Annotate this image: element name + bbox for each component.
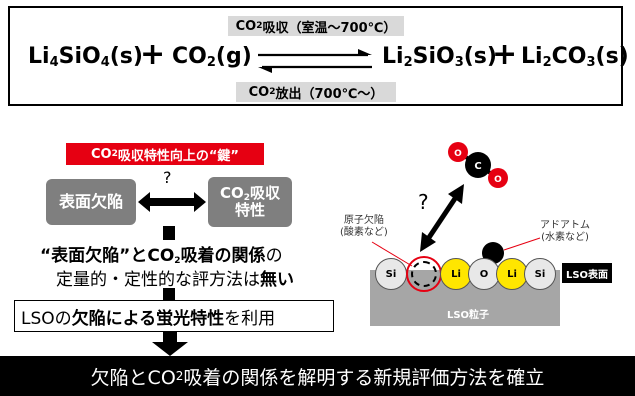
product-li2co3: Li2CO3(s) <box>521 44 629 70</box>
statement-line-1: “表面欠陥”とCO2吸着の関係の <box>40 246 283 266</box>
atom-si-2: Si <box>524 258 556 290</box>
co2-oxygen-2-label: O <box>494 175 502 185</box>
atom-li-1: Li <box>440 258 472 290</box>
product-li2sio3: Li2SiO3(s) <box>382 44 497 70</box>
connector-bar-2 <box>163 288 175 300</box>
adatom-pointer-line <box>503 237 541 251</box>
double-arrow-icon <box>138 192 206 212</box>
adatom-label: アドアトム (水素など) <box>540 220 590 243</box>
vacancy-dashed-circle <box>411 261 437 287</box>
co2-absorption-property-box: CO2吸収 特性 <box>208 177 292 227</box>
diagonal-double-arrow-icon <box>420 184 464 252</box>
co2-molecule-icon: O C O <box>448 142 508 188</box>
adsorption-question-mark: ? <box>418 190 429 214</box>
vacancy-label: 原子欠陥 (酸素など) <box>340 215 388 238</box>
surface-defect-box: 表面欠陥 <box>46 179 136 225</box>
plus-sign-2: + <box>492 37 518 72</box>
equilibrium-arrows-icon <box>258 49 372 73</box>
atomic-vacancy <box>406 256 442 292</box>
lso-fluorescence-box: LSOの欠陥による蛍光特性を利用 <box>14 300 334 332</box>
reactant-li4sio4: Li4SiO4(s) <box>28 44 143 70</box>
relation-question-mark: ? <box>163 168 172 187</box>
reactant-co2: CO2(g) <box>172 44 252 70</box>
statement-line-2: 定量的・定性的な評方法は無い <box>56 270 294 290</box>
plus-sign-1: + <box>140 37 166 72</box>
co2-oxygen-1-label: O <box>454 149 462 159</box>
vacancy-pointer-line <box>371 241 413 267</box>
connector-bar <box>163 226 175 240</box>
lso-particle-label: LSO粒子 <box>446 310 490 321</box>
down-arrow-icon <box>152 332 188 356</box>
co2-carbon-label: C <box>474 161 481 172</box>
atom-si-1: Si <box>375 258 407 290</box>
lso-surface-label: LSO表面 <box>562 263 612 283</box>
